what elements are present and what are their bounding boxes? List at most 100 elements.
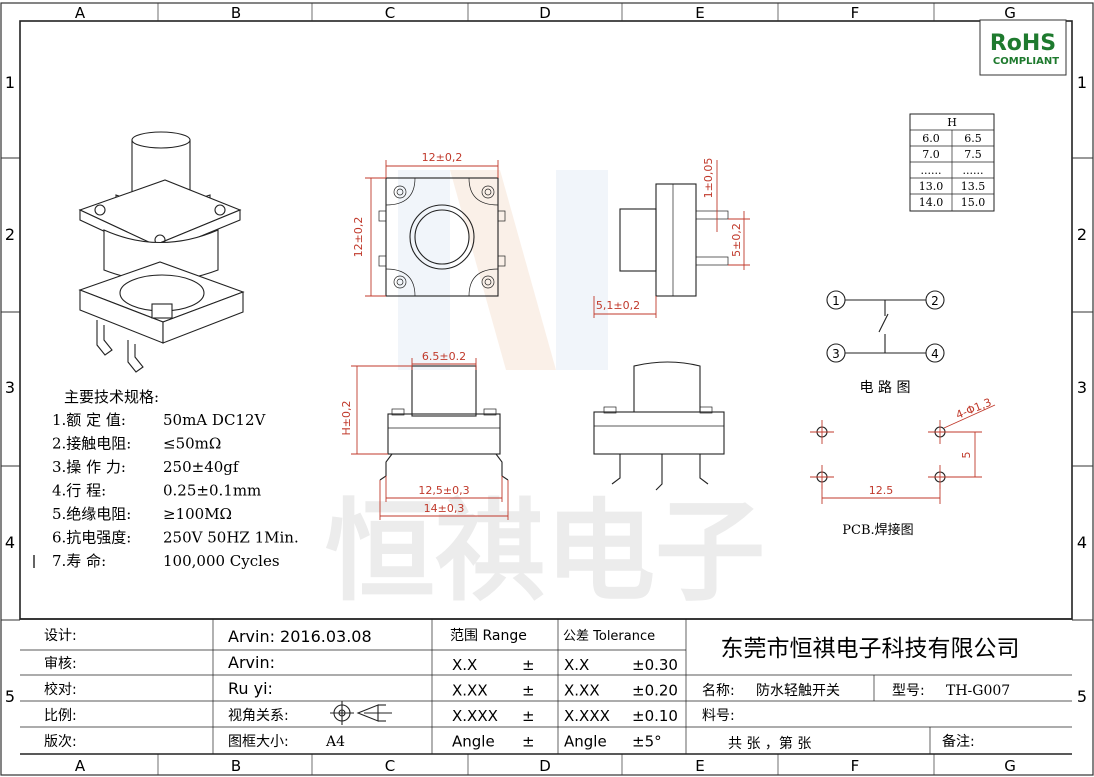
table-cell: ......: [921, 164, 942, 177]
spec-title: 主要技术规格:: [64, 388, 159, 406]
range-value: Angle: [452, 733, 495, 751]
dim-front-body: 14±0,3: [424, 502, 465, 515]
height-table: H 6.0 6.5 7.0 7.5............ 13.0 13.5 14.0 15…: [909, 113, 995, 212]
spec-value: ≥100MΩ: [163, 505, 232, 523]
dim-top-width: 12±0,2: [422, 151, 463, 164]
spec-label: 6.抗电强度:: [52, 529, 131, 547]
tolerance-header: 公差 Tolerance: [563, 629, 655, 644]
range-value: X.XX: [452, 682, 488, 700]
spec-value: ≤50mΩ: [163, 435, 221, 453]
dim-side-pin-spacing: 5±0,2: [730, 223, 743, 257]
title-block: 设计: Arvin: 2016.03.08 审核: Arvin: 校对: Ru …: [20, 618, 1072, 755]
remark-label: 备注:: [942, 733, 975, 750]
projection-symbol-icon: [330, 701, 392, 725]
row-label-left: 1: [5, 73, 15, 92]
spec-label: 7.寿 命:: [52, 552, 106, 570]
frame-label: 图框大小:: [228, 734, 289, 750]
table-cell: 7.5: [964, 148, 982, 161]
dim-side-pin-top: 1±0,05: [702, 158, 715, 199]
circuit-caption: 电 路 图: [860, 380, 911, 396]
pcb-footprint: 4-Φ1,3 5 12.5 PCB.焊接图: [810, 396, 996, 538]
review-value: Arvin:: [228, 653, 275, 672]
table-cell: 6.0: [922, 132, 940, 145]
table-cell: 6.5: [964, 132, 982, 145]
check-label: 校对:: [44, 681, 77, 698]
spec-label: 3.操 作 力:: [52, 458, 126, 476]
design-value: Arvin: 2016.03.08: [228, 627, 372, 646]
table-cell: 13.5: [961, 180, 986, 193]
scale-label: 比例:: [44, 708, 77, 724]
tolerance-value: ±0.20: [632, 682, 678, 700]
range-value: X.X: [452, 656, 477, 674]
column-label-top: E: [695, 4, 704, 22]
design-label: 设计:: [44, 628, 77, 644]
row-label-left: 3: [5, 378, 15, 397]
range-header: 范围 Range: [450, 627, 527, 644]
spec-value: 100,000 Cycles: [163, 552, 280, 570]
compliant-text: COMPLIANT: [993, 56, 1059, 67]
spec-label: 4.行 程:: [52, 482, 106, 500]
tolerance-label: X.XX: [564, 682, 600, 700]
sheet-count: 共 张 ，第 张: [728, 735, 811, 752]
spec-label: 2.接触电阻:: [52, 435, 131, 453]
dim-front-pin-span: 12,5±0,3: [418, 484, 469, 497]
tolerance-label: Angle: [564, 733, 607, 751]
tolerance-label: X.XXX: [564, 707, 610, 725]
circuit-pin-1: 1: [832, 294, 840, 308]
row-label-left: 2: [5, 225, 15, 244]
dim-pcb-holes: 4-Φ1,3: [954, 396, 993, 422]
column-label-bottom: E: [695, 757, 704, 775]
range-plusminus: ±: [522, 707, 535, 725]
range-plusminus: ±: [522, 656, 535, 674]
perspective-view: [593, 361, 725, 491]
row-label-right: 3: [1077, 378, 1087, 397]
column-label-top: C: [385, 4, 395, 22]
column-label-top: A: [75, 4, 86, 22]
row-label-left: 5: [5, 687, 15, 706]
front-view: 6.5±0.2 H±0,2 12,5±0,3 14±0,3: [340, 350, 509, 520]
tolerance-value: ±0.30: [632, 656, 678, 674]
column-label-bottom: G: [1004, 757, 1016, 775]
column-label-bottom: F: [851, 757, 860, 775]
table-cell: 7.0: [922, 148, 940, 161]
rohs-text: RoHS: [990, 31, 1056, 56]
dim-pcb-x: 12.5: [869, 484, 894, 497]
spec-label: 5.绝缘电阻:: [52, 505, 131, 523]
column-label-bottom: B: [231, 757, 241, 775]
specifications: 主要技术规格: 1.额 定 值:50mA DC12V2.接触电阻:≤50mΩ3.…: [52, 388, 299, 570]
column-label-top: G: [1004, 4, 1016, 22]
circuit-pin-2: 2: [931, 294, 939, 308]
range-plusminus: ±: [522, 733, 535, 751]
table-cell: 14.0: [919, 196, 944, 209]
name-label: 名称:: [702, 683, 735, 699]
spec-value: 0.25±0.1mm: [163, 482, 261, 500]
model-label: 型号:: [892, 683, 925, 699]
table-cell: 13.0: [919, 180, 944, 193]
circuit-pin-3: 3: [832, 347, 840, 361]
frame-value: A4: [325, 734, 345, 750]
row-label-right: 1: [1077, 73, 1087, 92]
view-label: 视角关系:: [228, 708, 289, 724]
range-plusminus: ±: [522, 682, 535, 700]
row-label-left: 4: [5, 533, 15, 552]
table-header: H: [947, 116, 957, 129]
check-value: Ru yi:: [228, 679, 273, 698]
column-label-top: B: [231, 4, 241, 22]
table-cell: 15.0: [961, 196, 986, 209]
table-cell: ......: [963, 164, 984, 177]
spec-value: 250V 50HZ 1Min.: [163, 529, 299, 547]
row-label-right: 4: [1077, 533, 1087, 552]
tolerance-value: ±0.10: [632, 707, 678, 725]
review-label: 审核:: [44, 656, 77, 672]
column-label-top: F: [851, 4, 860, 22]
spec-value: 50mA DC12V: [163, 411, 267, 429]
rohs-badge: RoHS COMPLIANT: [979, 19, 1067, 76]
model-value: TH-G007: [946, 683, 1010, 699]
dim-side-depth: 5,1±0,2: [596, 299, 640, 312]
circuit-diagram: 1 2 3 4 电 路 图: [826, 290, 945, 396]
dim-front-height: H±0,2: [340, 401, 353, 436]
column-label-top: D: [539, 4, 551, 22]
watermark: 恒祺电子: [325, 487, 765, 616]
side-view: 1±0,05 5±0,2 5,1±0,2: [593, 158, 750, 318]
